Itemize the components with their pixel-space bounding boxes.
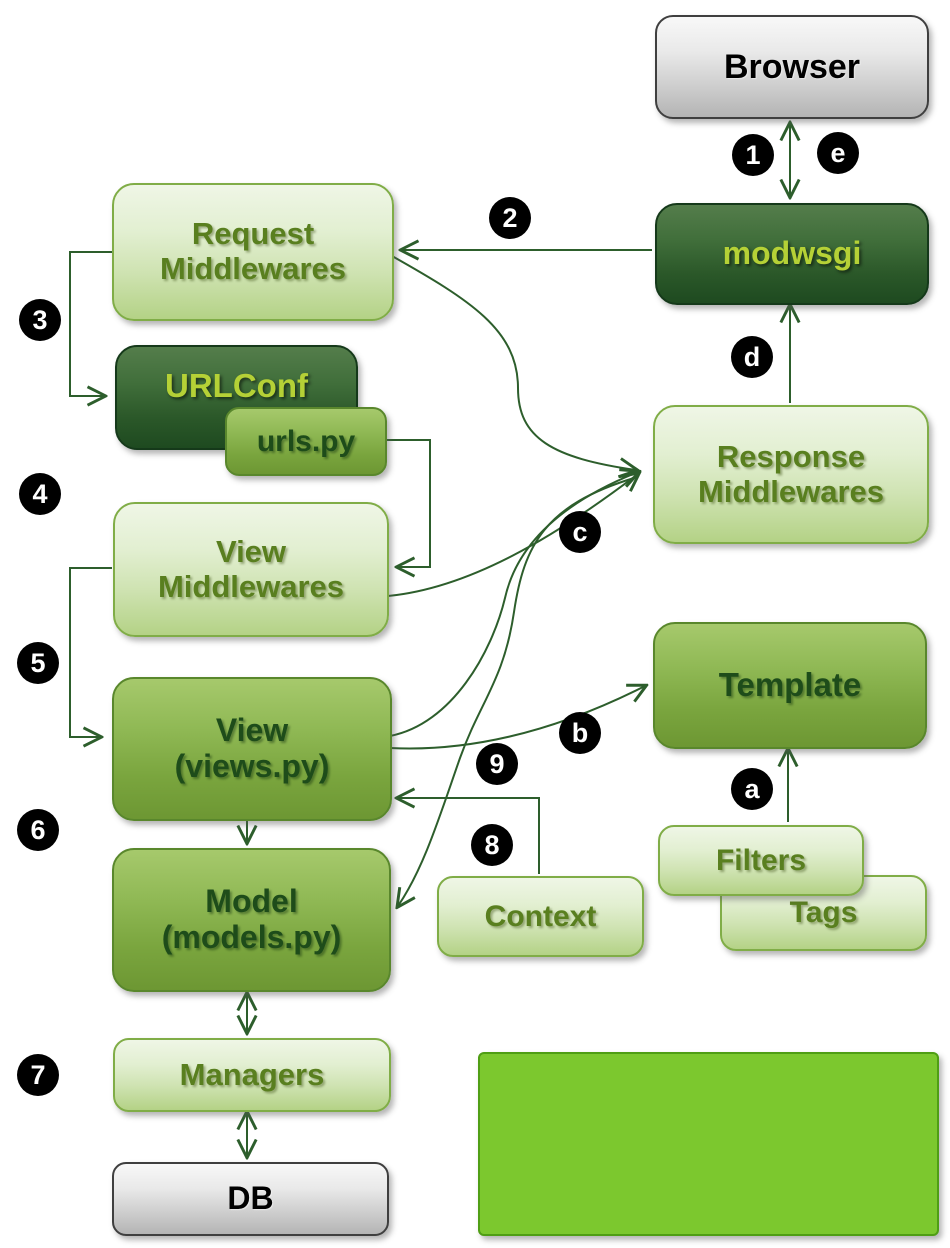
badge-step-7: 7 <box>17 1054 59 1096</box>
node-urls-py: urls.py <box>225 407 387 476</box>
node-label: Tags <box>789 896 858 930</box>
badge-step-d: d <box>731 336 773 378</box>
node-db: DB <box>112 1162 389 1236</box>
badge-step-4: 4 <box>19 473 61 515</box>
node-label: Filters <box>715 843 807 877</box>
node-label: Browser <box>723 47 861 86</box>
node-modwsgi: modwsgi <box>655 203 929 305</box>
node-label: View <box>215 712 289 749</box>
badge-step-e: e <box>817 132 859 174</box>
edge-request-middlewares-urlconf <box>69 251 112 396</box>
badge-step-b: b <box>559 712 601 754</box>
edge-request-middlewares-response-middlewares <box>391 255 636 470</box>
badge-step-6: 6 <box>17 809 59 851</box>
node-template: Template <box>653 622 927 749</box>
node-label: Response <box>716 438 866 474</box>
node-context: Context <box>437 876 644 957</box>
node-model: Model (models.py) <box>112 848 391 992</box>
edge-curve-to-model <box>398 477 635 906</box>
node-browser: Browser <box>655 15 929 119</box>
badge-step-2: 2 <box>489 197 531 239</box>
node-response-middlewares: Response Middlewares <box>653 405 929 544</box>
badge-step-9: 9 <box>476 743 518 785</box>
edge-view-middlewares-response-middlewares <box>387 474 638 597</box>
node-label: Request <box>191 216 315 252</box>
node-label: (models.py) <box>161 919 342 955</box>
node-managers: Managers <box>113 1038 391 1112</box>
node-label: urls.py <box>256 424 356 458</box>
node-label: Context <box>484 899 597 933</box>
node-label: View <box>215 533 287 569</box>
legend-panel: Your code Extendable External Django <box>478 1052 939 1236</box>
node-label: Middlewares <box>157 568 345 604</box>
badge-step-5: 5 <box>17 642 59 684</box>
edge-view-response-middlewares <box>389 472 638 737</box>
node-request-middlewares: Request Middlewares <box>112 183 394 321</box>
node-label: Template <box>718 666 862 704</box>
node-label: Managers <box>179 1056 325 1092</box>
node-label: Middlewares <box>697 473 885 509</box>
badge-step-1: 1 <box>732 134 774 176</box>
node-label: Model <box>205 883 298 920</box>
edge-view-template <box>389 686 645 750</box>
node-label: modwsgi <box>722 235 862 272</box>
node-view-middlewares: View Middlewares <box>113 502 389 637</box>
badge-step-a: a <box>731 768 773 810</box>
node-filters: Filters <box>658 825 864 896</box>
node-view: View (views.py) <box>112 677 392 821</box>
node-label: URLConf <box>165 367 308 405</box>
node-label: DB <box>227 1180 274 1217</box>
badge-step-3: 3 <box>19 299 61 341</box>
node-label: (views.py) <box>174 748 330 784</box>
edge-view-middlewares-view <box>69 567 112 737</box>
edge-urlspy-view-middlewares <box>384 439 431 567</box>
badge-step-c: c <box>559 511 601 553</box>
badge-step-8: 8 <box>471 824 513 866</box>
node-label: Middlewares <box>159 251 347 286</box>
edge-context-view <box>398 798 540 874</box>
